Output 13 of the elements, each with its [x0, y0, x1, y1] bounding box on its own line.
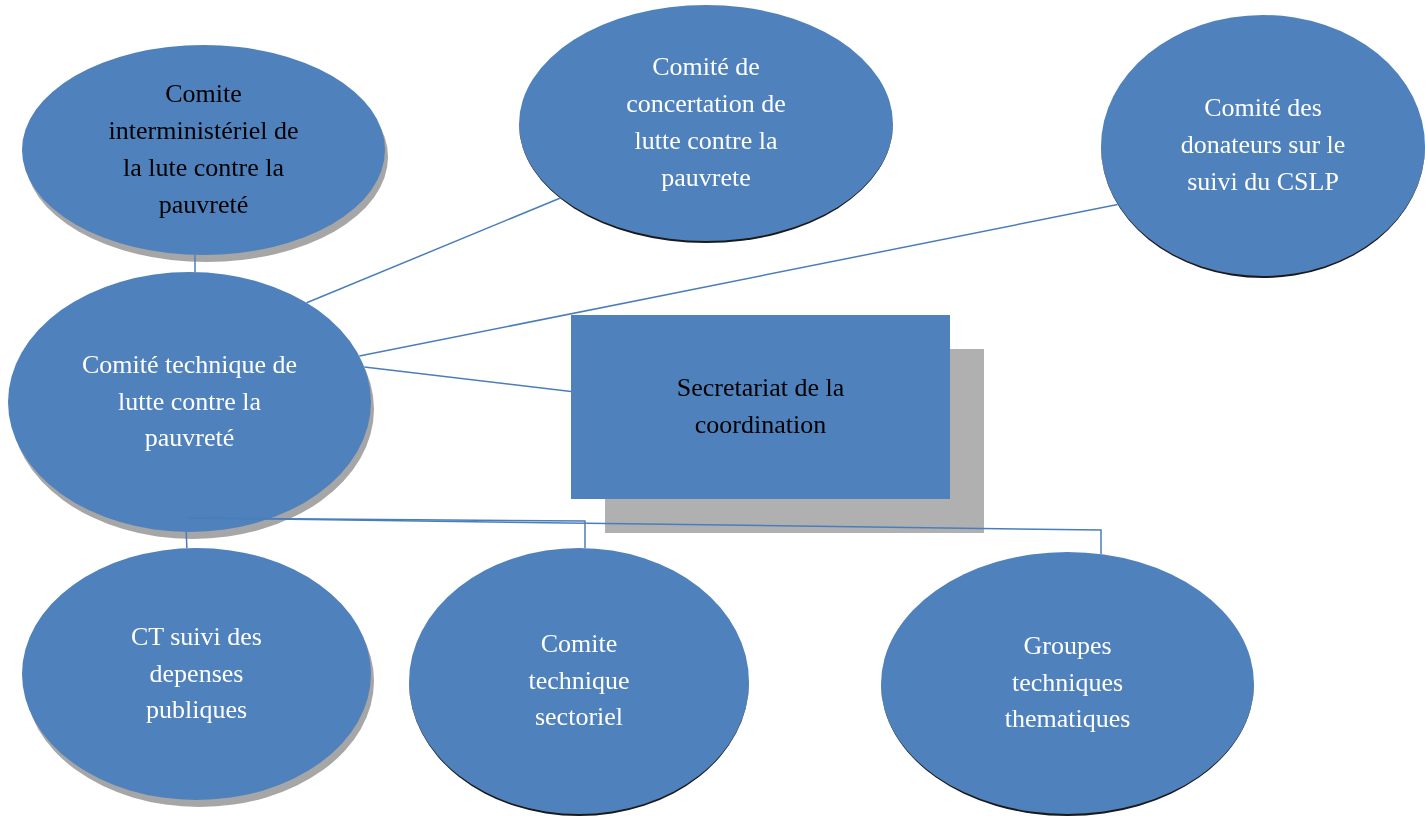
node-label: Comité de concertation de lutte contre la pauvrete: [625, 51, 787, 194]
node-label: Comite interministériel de la lute contre la pauvreté: [107, 78, 300, 221]
node-label: Secretariat de la coordination: [675, 372, 846, 441]
node-label: CT suivi des depenses publiques: [130, 620, 263, 727]
node-label: Comité technique de lutte contre la pauvreté: [80, 348, 299, 455]
node-label: Comité des donateurs sur le suivi du CSLP: [1179, 92, 1347, 198]
connector-line: [363, 366, 572, 393]
connector-line: [305, 197, 561, 304]
connector-line: [358, 203, 1119, 357]
connector-line: [185, 531, 188, 549]
connector-line: [194, 254, 196, 273]
node-label: Groupes techniques thematiques: [1003, 629, 1132, 736]
node-label: Comite technique sectoriel: [527, 627, 631, 734]
